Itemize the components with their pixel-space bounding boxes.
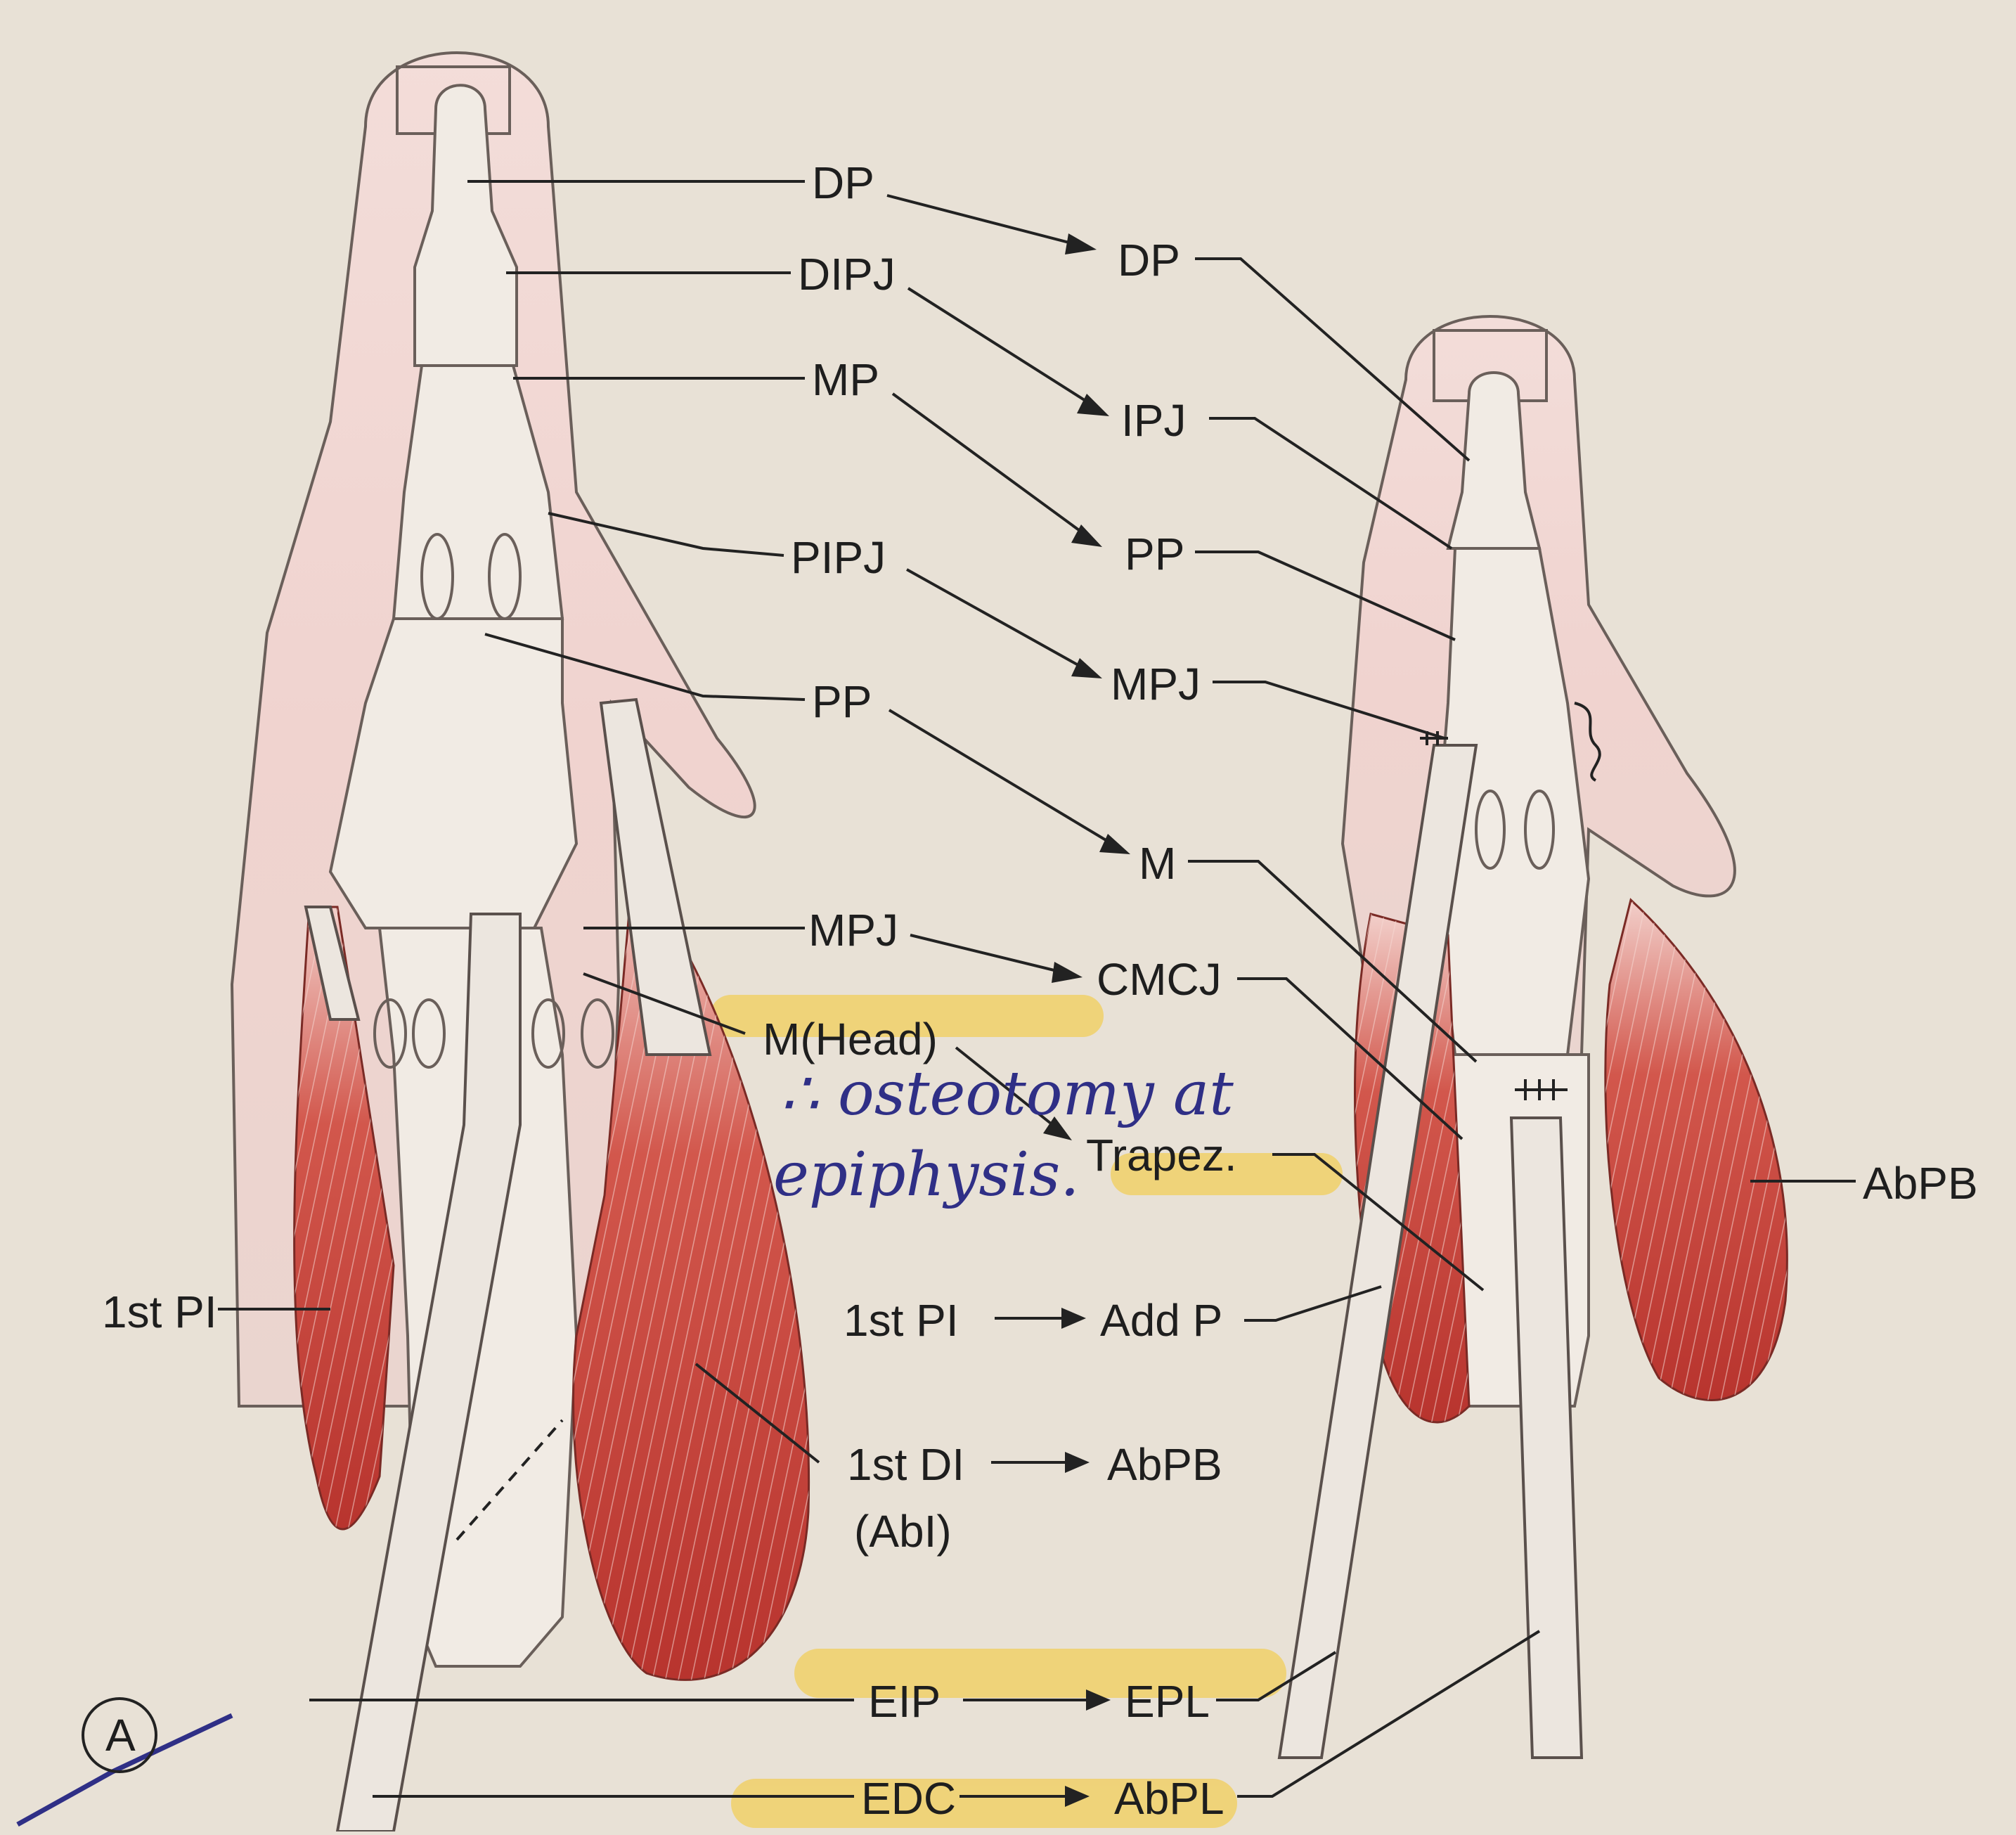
arrowhead-1st-pi	[1061, 1308, 1086, 1329]
arrow-dp	[887, 195, 1083, 246]
handwritten-line-1: ∴ osteotomy at	[780, 1059, 1234, 1129]
arrow-mpj	[910, 935, 1068, 974]
arrow-pp	[889, 710, 1118, 847]
leader-right-abpl	[1237, 1631, 1539, 1796]
arrowhead-1st-di	[1065, 1452, 1090, 1473]
arrowhead-pp	[1099, 834, 1130, 854]
left-index-finger	[232, 53, 809, 1831]
arrow-pipj	[907, 569, 1090, 671]
label-mid-1st-pi: 1st PI	[844, 1295, 959, 1346]
label-left-abi: (AbI)	[854, 1506, 952, 1557]
handwritten-line-2: epiphysis.	[773, 1140, 1080, 1210]
label-left-1st-pi: 1st PI	[102, 1287, 217, 1337]
label-right-ipj: IPJ	[1121, 395, 1186, 446]
label-left-mpj: MPJ	[808, 905, 898, 955]
label-right-trapez: Trapez.	[1086, 1130, 1237, 1180]
label-right-dp: DP	[1118, 235, 1180, 285]
label-left-dp: DP	[812, 157, 874, 208]
label-left-mp: MP	[812, 354, 879, 405]
label-left-pp: PP	[812, 676, 872, 727]
label-right-abpb-side: AbPB	[1863, 1158, 1978, 1209]
label-left-eip: EIP	[868, 1676, 941, 1727]
label-left-edc: EDC	[861, 1773, 956, 1824]
arrow-dipj	[908, 288, 1097, 408]
label-left-1st-di: 1st DI	[847, 1439, 964, 1490]
label-right-abpb: AbPB	[1107, 1439, 1222, 1490]
arrowhead-mpj	[1052, 962, 1083, 983]
label-left-dipj: DIPJ	[798, 249, 896, 300]
right-thumb	[1279, 316, 1787, 1758]
label-right-mpj: MPJ	[1111, 659, 1201, 709]
arrow-mp	[893, 394, 1090, 538]
panel-letter: A	[105, 1710, 136, 1760]
arrowhead-pipj	[1071, 658, 1102, 678]
label-right-m: M	[1139, 838, 1176, 889]
label-left-m-head: M(Head)	[763, 1014, 938, 1064]
label-left-pipj: PIPJ	[791, 532, 886, 583]
label-right-epl: EPL	[1125, 1676, 1210, 1727]
right-abpb-fibers	[1605, 900, 1788, 1400]
arrowhead-dp	[1065, 233, 1097, 255]
label-right-add-p: Add P	[1100, 1295, 1222, 1346]
label-right-cmcj: CMCJ	[1097, 954, 1222, 1005]
label-right-abpl: AbPL	[1114, 1773, 1225, 1824]
label-right-pp: PP	[1125, 529, 1184, 579]
panel-marker: A	[83, 1699, 156, 1772]
